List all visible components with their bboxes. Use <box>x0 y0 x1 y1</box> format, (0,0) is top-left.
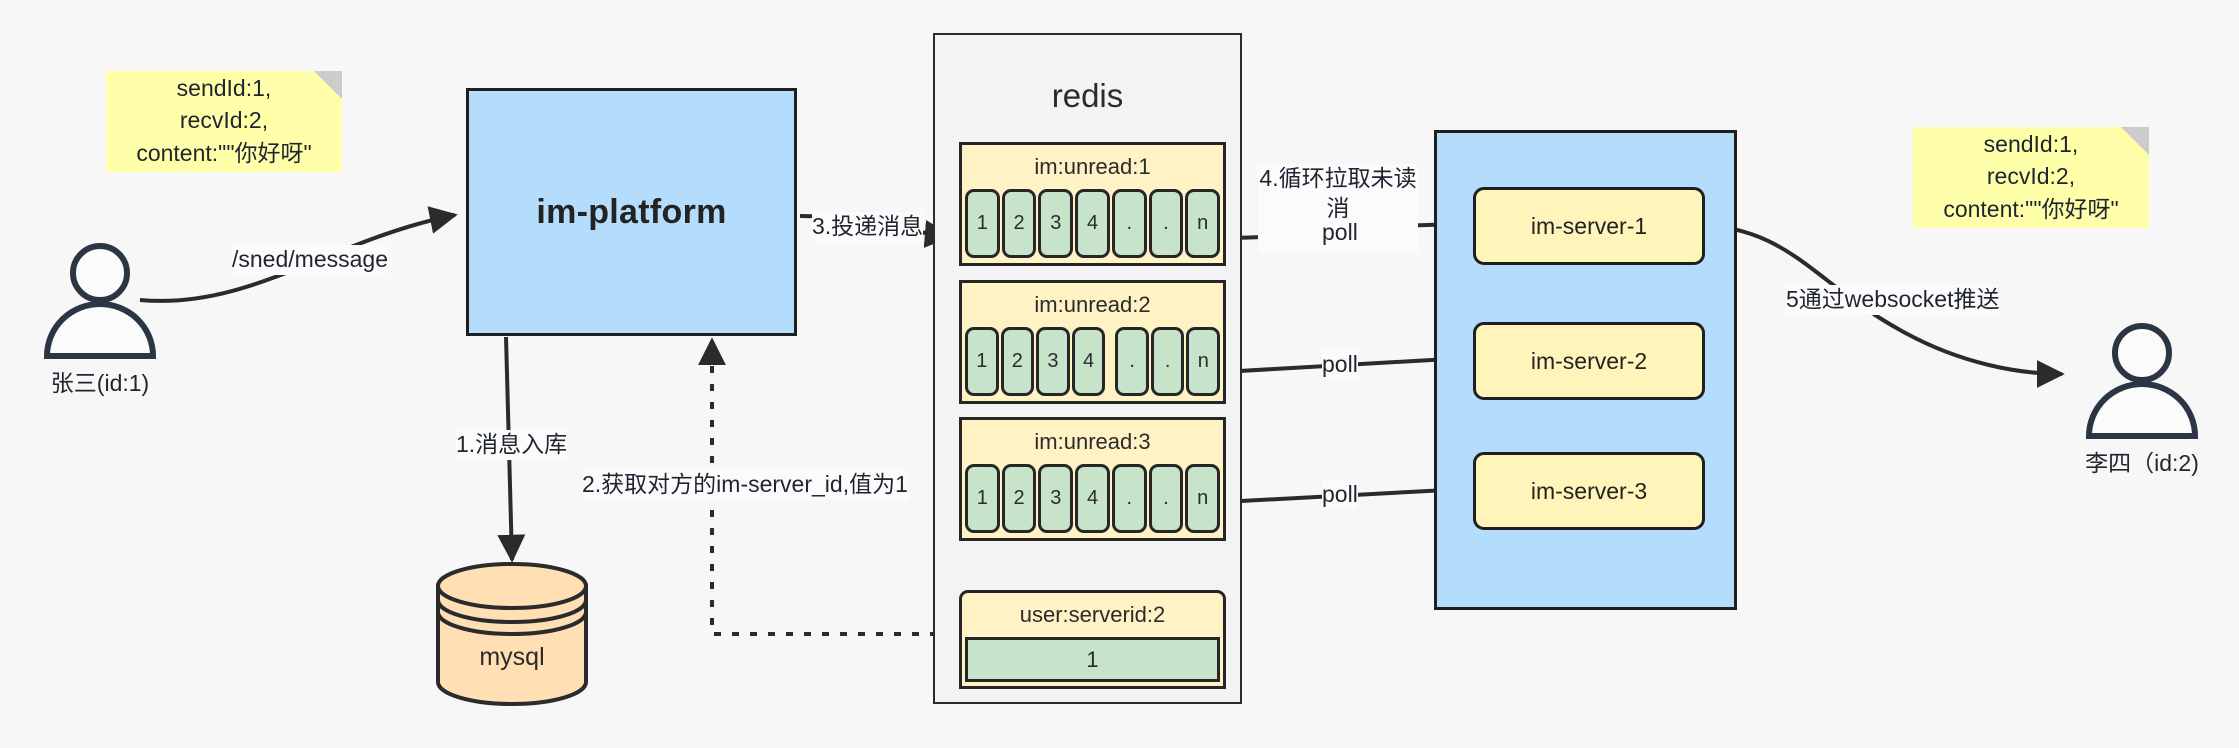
queue-1-cells: 1 2 3 4 . . n <box>965 189 1221 258</box>
node-im-server-2[interactable]: im-server-2 <box>1473 322 1705 400</box>
actor-sender: 张三(id:1) <box>30 240 170 400</box>
kv-title: user:serverid:2 <box>1019 602 1166 627</box>
actor-sender-label: 张三(id:1) <box>50 370 150 396</box>
edge-label-poll-3: poll <box>1322 480 1358 510</box>
edge-label-step4: 4.循环拉取未读消 息 <box>1258 164 1418 254</box>
node-im-server-3[interactable]: im-server-3 <box>1473 452 1705 530</box>
edge-label-step5: 5通过websocket推送 <box>1786 285 2000 315</box>
actor-receiver-label: 李四（id:2) <box>2085 450 2199 476</box>
queue-2-title: im:unread:2 <box>1034 292 1151 317</box>
queue-im-unread-2[interactable]: im:unread:2 1 2 3 4 . . n <box>959 280 1226 404</box>
actor-receiver: 李四（id:2) <box>2072 320 2212 480</box>
queue-cell: n <box>1185 189 1221 258</box>
person-icon <box>2085 323 2199 439</box>
queue-cell: . <box>1111 189 1147 258</box>
queue-cell: 3 <box>1036 327 1070 396</box>
queue-cell: 4 <box>1075 189 1110 258</box>
note-fold-icon <box>2121 127 2149 155</box>
queue-1-title: im:unread:1 <box>1034 154 1151 179</box>
queue-3-cells: 1 2 3 4 . . n <box>965 464 1221 533</box>
mysql-label: mysql <box>479 642 545 671</box>
sticky-note-left-text: sendId:1, recvId:2, content:""你好呀" <box>136 74 312 166</box>
queue-cell: . <box>1111 464 1147 533</box>
edge-label-poll-2: poll <box>1322 350 1358 380</box>
queue-cell: . <box>1148 189 1184 258</box>
queue-cell: . <box>1115 327 1149 396</box>
edge-label-step1: 1.消息入库 <box>456 430 568 460</box>
queue-cell: 4 <box>1075 464 1110 533</box>
kv-user-serverid[interactable]: user:serverid:2 1 <box>959 590 1226 689</box>
queue-cell: 2 <box>1001 189 1037 258</box>
im-server-1-label: im-server-1 <box>1530 212 1648 239</box>
queue-cell: 4 <box>1071 327 1106 396</box>
queue-cell: 1 <box>965 327 999 396</box>
queue-cell: n <box>1186 327 1221 396</box>
sticky-note-right: sendId:1, recvId:2, content:""你好呀" <box>1913 127 2149 228</box>
queue-cell: 2 <box>1000 327 1035 396</box>
queue-3-title: im:unread:3 <box>1034 429 1151 454</box>
redis-title: redis <box>1051 77 1124 114</box>
edge-label-poll-1: poll <box>1322 218 1358 248</box>
note-fold-icon <box>314 71 342 99</box>
node-mysql[interactable]: mysql <box>432 560 592 708</box>
queue-cell: . <box>1148 464 1184 533</box>
kv-value: 1 <box>965 637 1220 682</box>
sticky-note-right-text: sendId:1, recvId:2, content:""你好呀" <box>1943 130 2119 222</box>
im-server-3-label: im-server-3 <box>1530 477 1648 504</box>
sticky-note-left: sendId:1, recvId:2, content:""你好呀" <box>106 71 342 172</box>
node-im-platform[interactable]: im-platform <box>466 88 797 336</box>
im-platform-label: im-platform <box>536 192 727 231</box>
edge-label-send-message: /sned/message <box>232 245 388 275</box>
queue-cell: 3 <box>1038 189 1074 258</box>
queue-cell: 3 <box>1038 464 1074 533</box>
queue-cell: . <box>1150 327 1185 396</box>
queue-cell: 1 <box>965 189 1000 258</box>
queue-im-unread-1[interactable]: im:unread:1 1 2 3 4 . . n <box>959 142 1226 266</box>
edge-label-step2: 2.获取对方的im-server_id,值为1 <box>582 470 908 500</box>
person-icon <box>43 243 157 359</box>
im-server-2-label: im-server-2 <box>1530 347 1648 374</box>
database-cylinder-icon <box>436 562 588 706</box>
queue-2-cells: 1 2 3 4 . . n <box>965 327 1221 396</box>
node-im-server-1[interactable]: im-server-1 <box>1473 187 1705 265</box>
queue-cell: 2 <box>1001 464 1037 533</box>
queue-im-unread-3[interactable]: im:unread:3 1 2 3 4 . . n <box>959 417 1226 541</box>
queue-cell: n <box>1185 464 1221 533</box>
queue-cell: 1 <box>965 464 1000 533</box>
edge-label-step3: 3.投递消息 <box>812 212 924 242</box>
